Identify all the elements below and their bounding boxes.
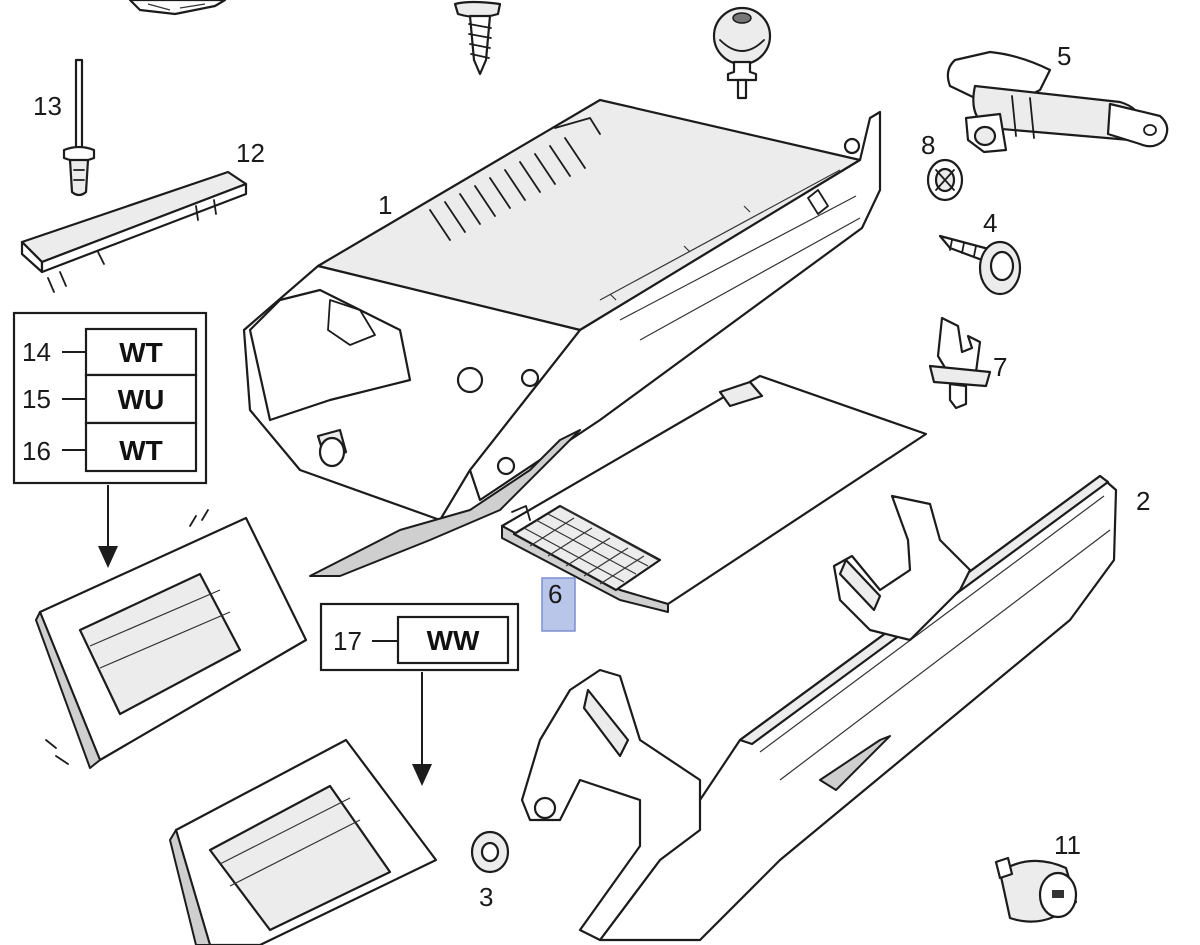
callout-1: 1 <box>378 190 392 220</box>
door-panel-part <box>520 474 1118 942</box>
cropped-part-top-left <box>128 0 227 16</box>
callout-6-highlight <box>541 577 576 632</box>
variant-number-15: 15 <box>22 384 51 414</box>
variant-code-14: WT <box>119 337 163 368</box>
callout-13: 13 <box>33 91 62 121</box>
callout-11: 11 <box>1054 830 1081 860</box>
screw-top <box>453 0 502 76</box>
variant-number-14: 14 <box>22 337 51 367</box>
arrow-down-icon <box>98 546 118 568</box>
push-nut-part <box>470 830 510 874</box>
callout-3: 3 <box>479 882 493 912</box>
callout-4: 4 <box>983 208 997 238</box>
variant-number-16: 16 <box>22 436 51 466</box>
callout-12: 12 <box>236 138 265 168</box>
rivet-part <box>62 58 96 197</box>
variant-code-17: WW <box>427 625 480 656</box>
variant-code-16: WT <box>119 435 163 466</box>
variant-table-a: 14 15 16 WT WU WT <box>12 311 208 568</box>
arrow-down-icon <box>412 764 432 786</box>
trim-strip-part <box>20 170 248 293</box>
plastic-clip-part <box>928 316 992 410</box>
tray-variant-a <box>35 509 308 769</box>
glove-box-housing-part <box>242 98 882 577</box>
callout-6: 6 <box>548 579 562 609</box>
lock-cylinder-part <box>994 856 1078 923</box>
knob-part <box>712 6 772 100</box>
variant-table-b: 17 WW <box>319 602 520 786</box>
variant-code-15: WU <box>118 384 165 415</box>
callout-5: 5 <box>1057 41 1071 71</box>
clip-nut-part <box>926 158 964 202</box>
lid-mesh-part <box>500 374 928 613</box>
callout-2: 2 <box>1136 486 1150 516</box>
callout-8: 8 <box>921 130 935 160</box>
tray-variant-b <box>169 738 438 945</box>
washer-screw-part <box>938 234 1022 296</box>
callout-7: 7 <box>993 352 1007 382</box>
hinge-damper-part <box>946 50 1169 154</box>
variant-number-17: 17 <box>333 626 362 656</box>
callout-labels: 1 2 3 4 5 6 7 8 11 12 13 <box>33 41 1150 912</box>
